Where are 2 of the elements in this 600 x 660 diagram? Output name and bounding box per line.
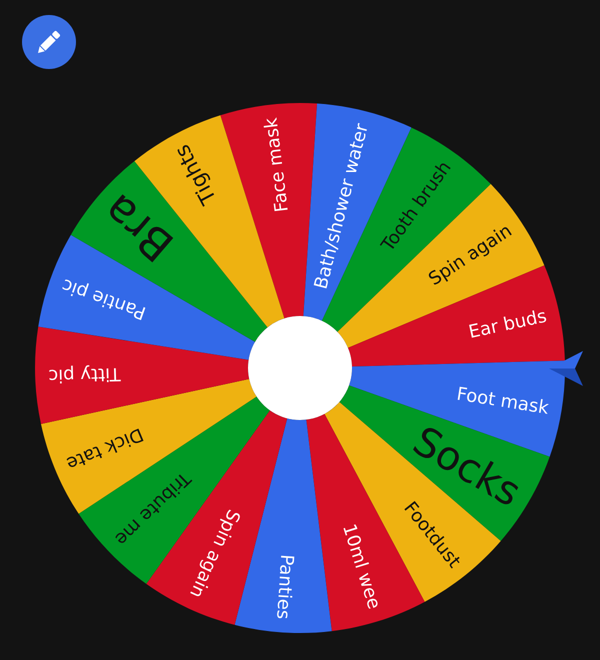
wheel-hub [248,316,352,420]
wheel-segment: Titty pic [35,326,250,424]
